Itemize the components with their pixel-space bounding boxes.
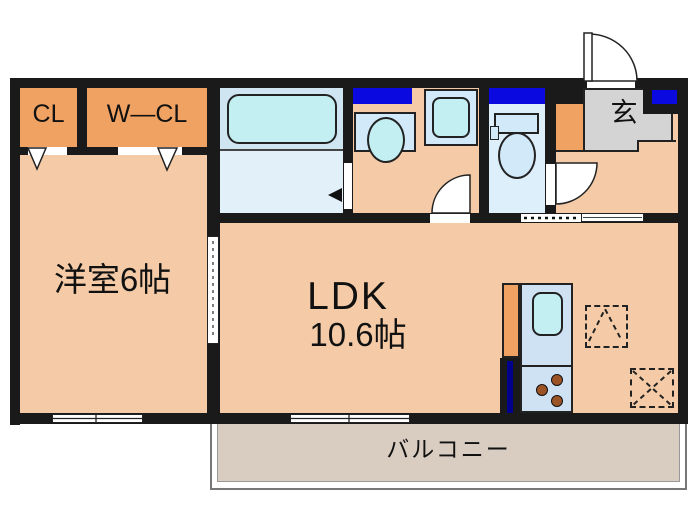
westroom-window bbox=[52, 414, 143, 423]
bath-door-opening bbox=[344, 163, 352, 209]
genkan-step bbox=[637, 140, 676, 152]
hall-ldk-opening bbox=[521, 214, 582, 222]
laundry-space bbox=[630, 368, 674, 408]
shoe-cabinet bbox=[555, 104, 583, 152]
bathtub-icon bbox=[227, 94, 337, 144]
bathroom-floor bbox=[220, 151, 343, 213]
entrance-opening bbox=[587, 78, 635, 88]
wall-toilet-hall bbox=[545, 88, 556, 223]
wall-bath-wash bbox=[343, 88, 353, 223]
washbasin-bowl-icon bbox=[367, 117, 405, 163]
kitchen-sink-icon bbox=[532, 292, 563, 336]
western-room-label: 洋室6帖 bbox=[53, 261, 172, 298]
closet-opening bbox=[28, 147, 67, 155]
stove-burner-icon bbox=[551, 395, 563, 407]
closet-wcl bbox=[87, 88, 207, 147]
toilet-window bbox=[489, 88, 545, 104]
toilet-tank-icon bbox=[494, 113, 539, 134]
wall-closet-front bbox=[20, 147, 207, 155]
entrance-door-swing-icon bbox=[588, 33, 638, 82]
stove-burner-icon bbox=[551, 374, 563, 386]
toilet-door-opening bbox=[546, 164, 555, 205]
wall-cl-divider bbox=[77, 88, 87, 147]
wall-left bbox=[10, 78, 20, 425]
hall-sliding-door bbox=[581, 213, 644, 222]
wall-wash-toilet bbox=[479, 88, 489, 223]
entrance-door-leaf-icon bbox=[583, 32, 593, 82]
stove-burner-icon bbox=[536, 384, 548, 396]
refrigerator-space bbox=[585, 305, 628, 348]
toilet-flush-icon bbox=[490, 126, 499, 140]
closet-label: CL bbox=[32, 100, 65, 128]
toilet-bowl-icon bbox=[498, 132, 536, 179]
balcony-label: バルコニー bbox=[386, 436, 511, 462]
closet-opening bbox=[118, 147, 182, 155]
closet-cl bbox=[20, 88, 77, 147]
ldk-label: LDK bbox=[307, 275, 389, 318]
washing-machine-icon bbox=[432, 97, 470, 138]
ldk-window bbox=[290, 414, 410, 423]
walk-in-closet-label: W—CL bbox=[106, 100, 188, 128]
washroom-door-opening bbox=[430, 214, 470, 223]
kitchen-partition-stripe bbox=[507, 361, 513, 413]
westroom-sliding-door bbox=[207, 236, 219, 344]
balcony-floor bbox=[217, 423, 680, 482]
kitchen-divider bbox=[521, 365, 572, 367]
ldk-size-label: 10.6帖 bbox=[309, 316, 407, 353]
wall-right bbox=[678, 78, 688, 424]
entrance-label: 玄 bbox=[610, 98, 638, 128]
wall-above-shoebox bbox=[555, 88, 583, 104]
genkan-window bbox=[652, 90, 677, 104]
wall-top bbox=[10, 78, 688, 88]
washroom-window bbox=[353, 88, 412, 104]
kitchen-counter bbox=[502, 283, 520, 358]
